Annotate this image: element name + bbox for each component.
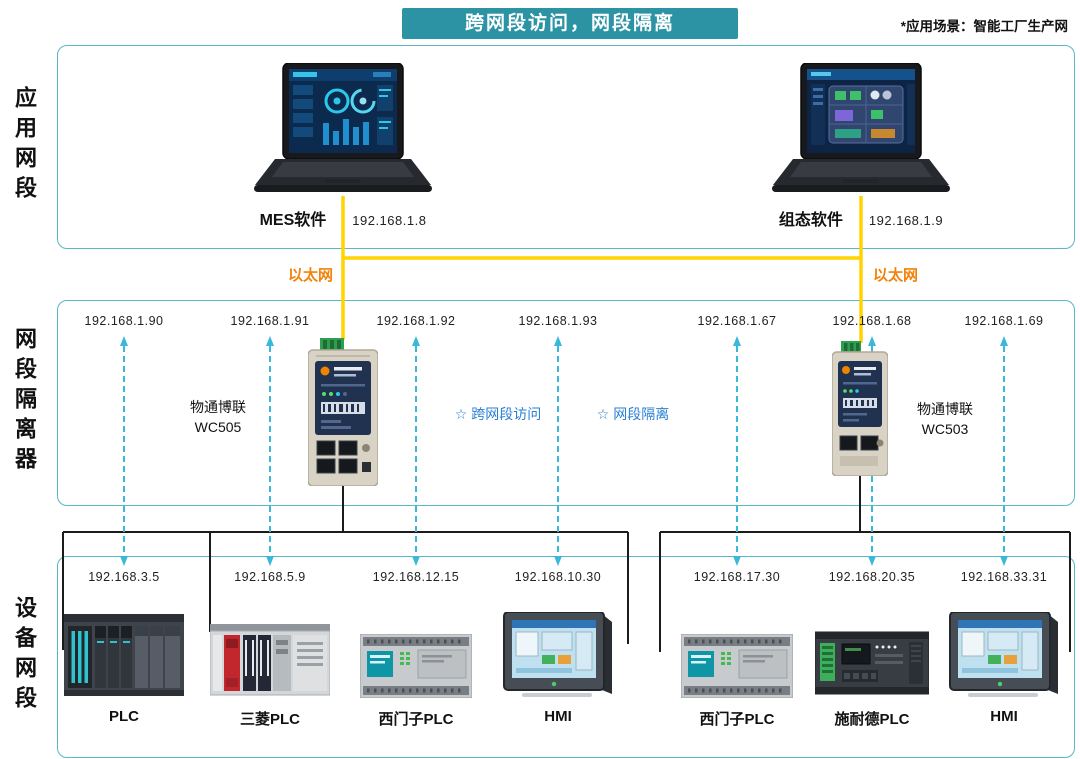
device-label: PLC: [109, 708, 139, 725]
laptop-scada-image: [771, 63, 951, 201]
isolator-ip-6: 192.168.1.68: [832, 314, 912, 328]
isolator-ip-3: 192.168.1.92: [376, 314, 456, 328]
plc-icon: [64, 614, 184, 696]
schneider-plc-image: [815, 586, 929, 700]
isolator-ip-2: 192.168.1.91: [230, 314, 310, 328]
device-label: 施耐德PLC: [834, 711, 910, 728]
isolator-ip-4: 192.168.1.93: [518, 314, 598, 328]
device-ip: 192.168.12.15: [372, 570, 460, 584]
device-column-hmi-1: 192.168.10.30 HMI: [478, 570, 638, 725]
hmi-image: [948, 586, 1060, 700]
section-label-isolator-segment: 网段隔离器: [12, 327, 37, 477]
laptop-scada-caption: 组态软件 192.168.1.9: [711, 206, 1011, 230]
isolator-wc505-caption: 物通博联 WC505: [158, 398, 278, 437]
device-label: HMI: [544, 708, 572, 725]
hmi-image: [502, 586, 614, 700]
device-column-siemens-plc-1: 192.168.12.15 西门子PLC: [336, 570, 496, 729]
section-label-app-segment: 应用网段: [12, 86, 37, 206]
device-column-mitsubishi-plc: 192.168.5.9 三菱PLC: [190, 570, 350, 729]
device-ip: 192.168.3.5: [88, 570, 160, 584]
ethernet-label-left: 以太网: [287, 267, 333, 284]
isolator-ip-5: 192.168.1.67: [697, 314, 777, 328]
scenario-note: *应用场景：智能工厂生产网: [900, 19, 1068, 34]
device-ip: 192.168.20.35: [828, 570, 916, 584]
laptop-mes-label: MES软件: [259, 212, 327, 229]
isolator-model: WC505: [194, 418, 242, 435]
annotation-segment-isolation: ☆ 网段隔离: [596, 406, 670, 422]
plc-icon: [210, 623, 330, 696]
title-banner: 跨网段访问，网段隔离: [402, 8, 738, 39]
laptop-scada-ip: 192.168.1.9: [868, 213, 944, 228]
device-ip: 192.168.17.30: [693, 570, 781, 584]
device-ip: 192.168.5.9: [234, 570, 306, 584]
isolator-wc505-image: [307, 337, 379, 491]
device-column-plc: 192.168.3.5 PLC: [44, 570, 204, 725]
annotation-cross-segment-access: ☆ 跨网段访问: [454, 406, 542, 422]
device-label: 西门子PLC: [699, 711, 775, 728]
device-column-siemens-plc-2: 192.168.17.30 西门子PLC: [657, 570, 817, 729]
plc-icon: [681, 634, 793, 698]
section-label-device-segment: 设备网段: [12, 596, 37, 716]
siemens-plc-image: [681, 586, 793, 700]
device-label: 西门子PLC: [378, 711, 454, 728]
isolator-brand: 物通博联: [190, 399, 246, 415]
section-box-app-segment: [57, 45, 1075, 249]
router-icon: [307, 337, 379, 487]
plc-icon: [815, 631, 929, 695]
laptop-icon: [253, 63, 433, 196]
device-label: HMI: [990, 708, 1018, 725]
device-column-hmi-2: 192.168.33.31 HMI: [924, 570, 1080, 725]
ethernet-label-right: 以太网: [873, 267, 919, 284]
device-ip: 192.168.10.30: [514, 570, 602, 584]
isolator-ip-7: 192.168.1.69: [964, 314, 1044, 328]
hmi-icon: [503, 612, 613, 698]
hmi-icon: [949, 612, 1059, 698]
laptop-icon: [771, 63, 951, 196]
plc-image: [64, 586, 184, 700]
plc-icon: [360, 634, 472, 698]
section-box-device-segment: [57, 556, 1075, 758]
laptop-scada-label: 组态软件: [778, 212, 843, 229]
device-label: 三菱PLC: [239, 711, 300, 728]
isolator-ip-1: 192.168.1.90: [84, 314, 164, 328]
laptop-mes-image: [253, 63, 433, 201]
laptop-mes-ip: 192.168.1.8: [352, 213, 427, 228]
isolator-brand: 物通博联: [917, 401, 973, 417]
section-box-isolator-segment: [57, 300, 1075, 506]
router-icon: [831, 340, 889, 477]
mitsubishi-plc-image: [210, 586, 330, 700]
device-column-schneider-plc: 192.168.20.35 施耐德PLC: [792, 570, 952, 729]
laptop-mes-caption: MES软件 192.168.1.8: [193, 206, 493, 230]
isolator-model: WC503: [921, 420, 969, 437]
isolator-wc503-image: [831, 340, 889, 481]
device-ip: 192.168.33.31: [960, 570, 1048, 584]
siemens-plc-image: [360, 586, 472, 700]
isolator-wc503-caption: 物通博联 WC503: [890, 400, 1000, 439]
